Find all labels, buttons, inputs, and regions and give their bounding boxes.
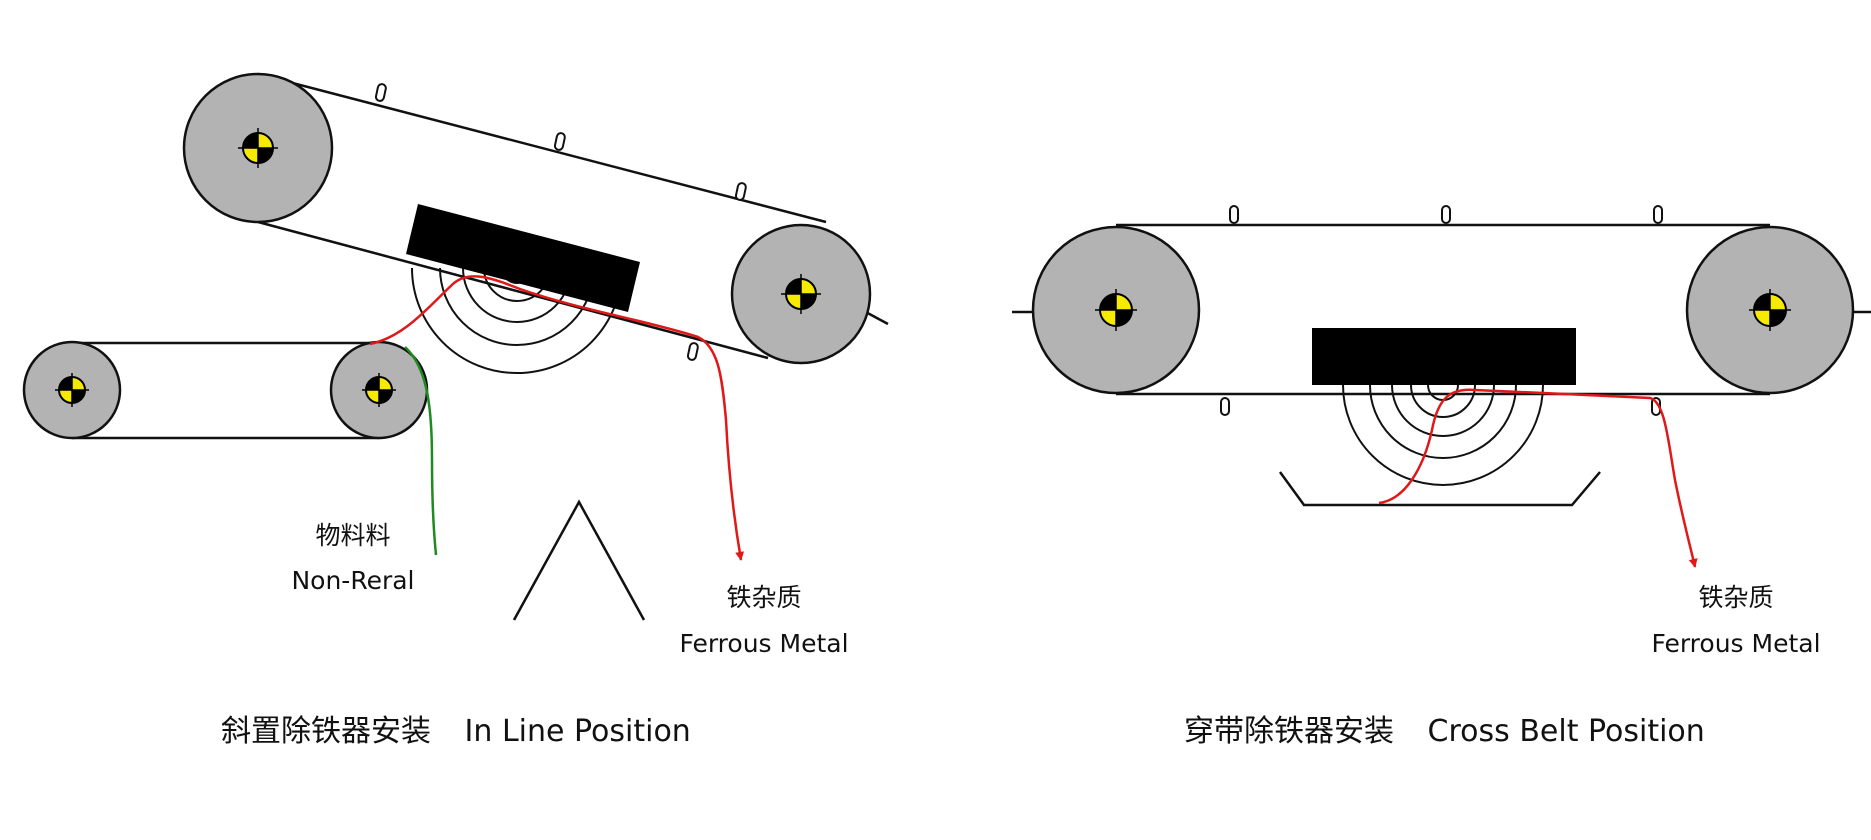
belt-cleat xyxy=(1220,397,1230,416)
ferrous-path-right xyxy=(1378,388,1698,568)
inclined-belt-top xyxy=(257,72,827,224)
cross-belt-conveyor xyxy=(1012,223,1871,396)
feed-conveyor xyxy=(72,341,379,440)
suspended-magnet-inclined xyxy=(406,204,640,312)
discharge-chute-divider xyxy=(512,499,646,621)
caption-cross-belt-zh: 穿带除铁器安装 xyxy=(1184,714,1394,749)
ferrous-path-left xyxy=(369,275,745,561)
material-label-en: Non-Reral xyxy=(291,566,414,595)
belt-cleat xyxy=(374,83,387,102)
belt-cleat xyxy=(1229,205,1239,224)
ferrous-label-zh-right: 铁杂质 xyxy=(1698,583,1773,612)
caption-cross-belt-en: Cross Belt Position xyxy=(1428,714,1705,749)
belt-cleat xyxy=(686,342,699,361)
caption-in-line-en: In Line Position xyxy=(465,714,691,749)
ferrous-label-en-right: Ferrous Metal xyxy=(1651,629,1820,658)
inclined-belt-cleats xyxy=(374,83,747,361)
in-line-panel: 物料料 Non-Reral 铁杂质 Ferrous Metal 斜置除铁器安装 … xyxy=(22,72,889,749)
pulley-head-right xyxy=(730,223,872,365)
suspended-magnet-cross xyxy=(1312,328,1576,385)
collection-tray xyxy=(1278,471,1601,507)
material-label-zh: 物料料 xyxy=(315,521,390,550)
belt-cleat xyxy=(734,182,747,201)
belt-cleat xyxy=(553,132,566,151)
pulley-head-left xyxy=(182,72,334,224)
ferrous-label-en-left: Ferrous Metal xyxy=(679,629,848,658)
ferrous-label-zh-left: 铁杂质 xyxy=(726,583,801,612)
cross-belt-cleats xyxy=(1220,205,1663,416)
pulley-cross-right xyxy=(1685,225,1855,395)
caption-cross-belt: 穿带除铁器安装 Cross Belt Position xyxy=(1184,714,1705,749)
caption-in-line-zh: 斜置除铁器安装 xyxy=(221,714,431,749)
cross-belt-panel: 铁杂质 Ferrous Metal 穿带除铁器安装 Cross Belt Pos… xyxy=(1012,205,1871,749)
inclined-belt-bottom xyxy=(257,220,769,360)
magnetic-field-arcs-right xyxy=(1342,384,1544,486)
material-path-left xyxy=(404,346,438,556)
pulley-feed-tail xyxy=(22,340,122,440)
caption-in-line: 斜置除铁器安装 In Line Position xyxy=(221,714,691,749)
pulley-cross-left xyxy=(1031,225,1201,395)
belt-cleat xyxy=(1653,205,1663,224)
pulley-feed-head xyxy=(329,340,429,440)
belt-cleat xyxy=(1441,205,1451,224)
